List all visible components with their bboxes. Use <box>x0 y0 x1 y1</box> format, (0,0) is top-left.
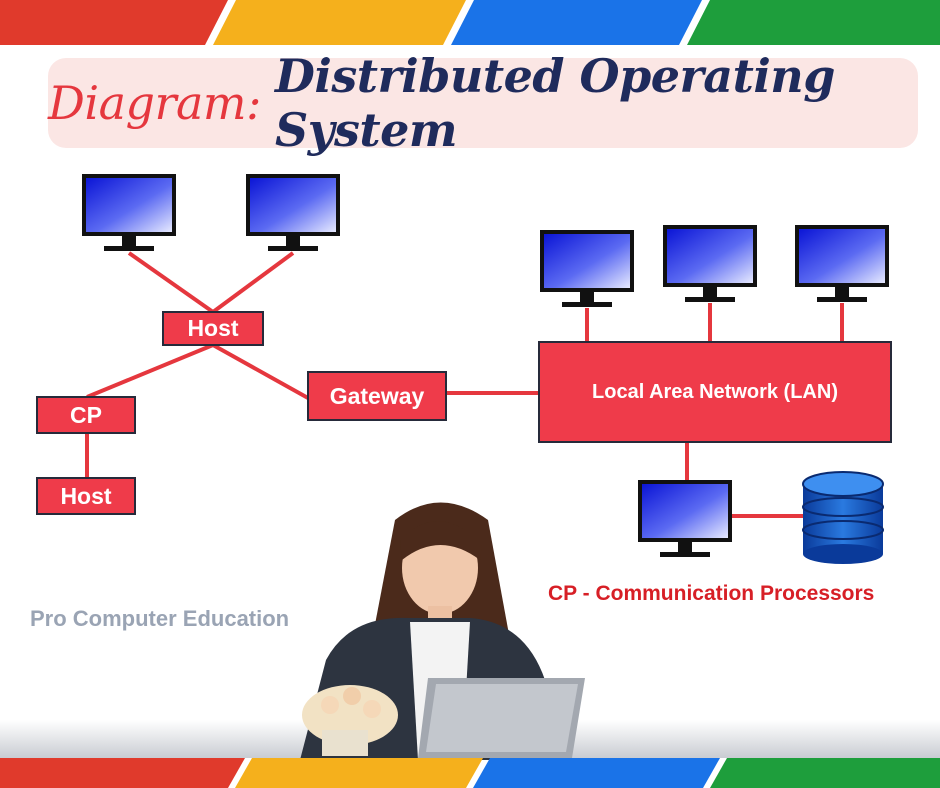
title-main: Distributed Operating System <box>275 49 835 157</box>
bottom-stripes <box>0 758 940 788</box>
page-title: Diagram: Distributed Operating System <box>48 49 918 157</box>
node-cp: CP <box>70 401 102 428</box>
database-icon <box>802 471 884 564</box>
node-boxes <box>36 311 892 515</box>
node-lan: Local Area Network (LAN) <box>592 380 838 403</box>
node-gateway: Gateway <box>329 382 425 409</box>
node-host-top: Host <box>187 315 239 341</box>
legend-footnote: CP - Communication Processors <box>548 582 875 605</box>
brand-text: Pro Computer Education <box>30 606 290 631</box>
woman-with-laptop-illustration <box>300 502 585 760</box>
title-banner <box>48 58 918 148</box>
top-stripes <box>0 0 940 45</box>
node-host-bottom: Host <box>60 482 112 509</box>
title-prefix: Diagram: <box>48 76 262 130</box>
network-links <box>85 251 844 518</box>
